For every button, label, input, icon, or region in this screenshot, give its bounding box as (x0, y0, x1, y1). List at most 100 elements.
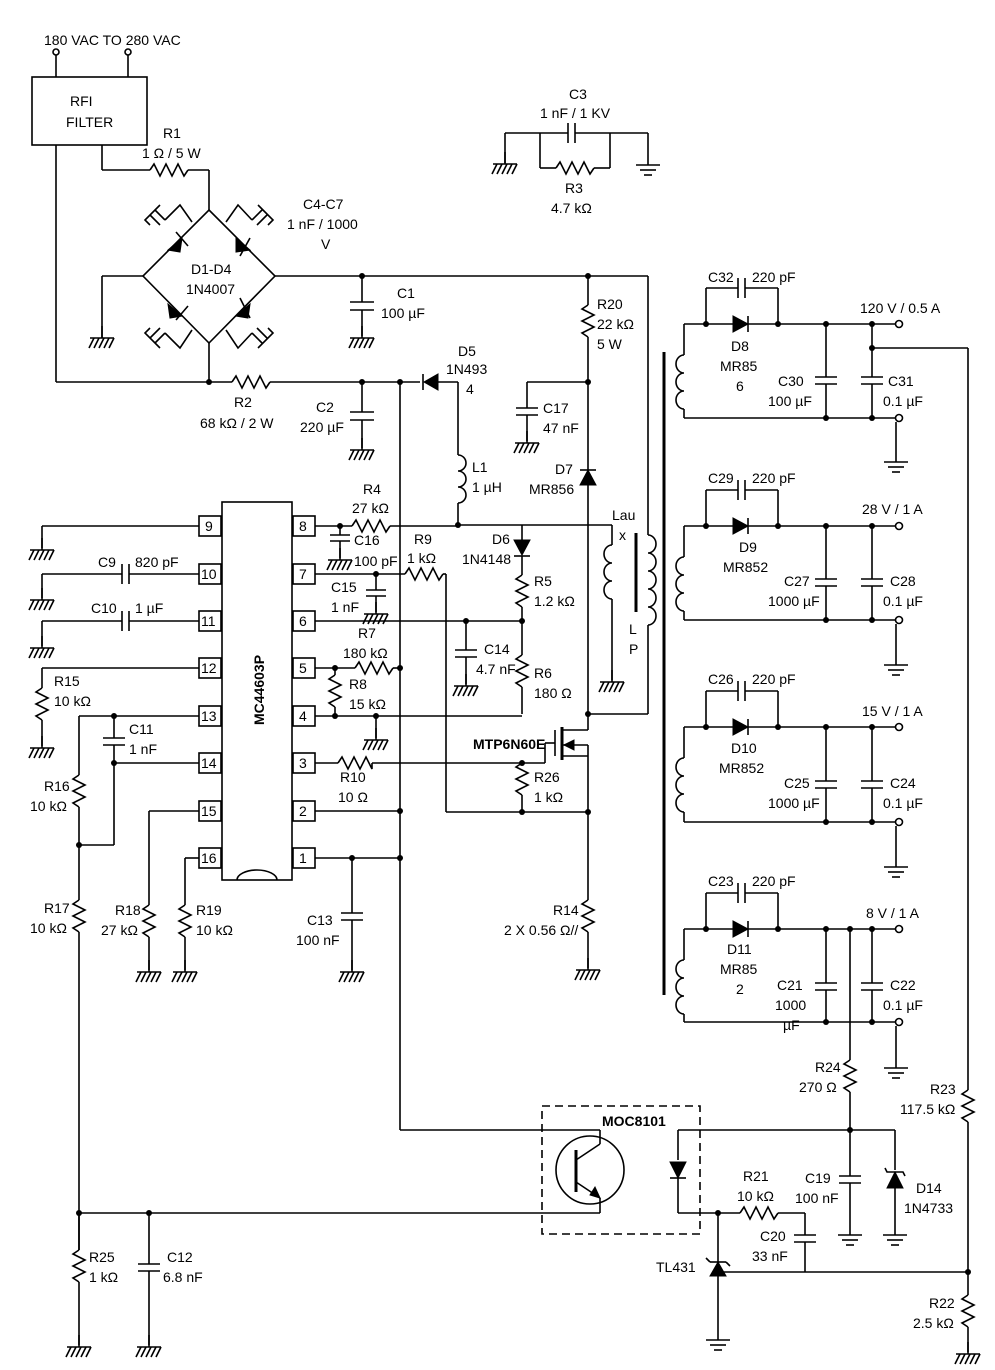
label-components-c29-1: 220 pF (752, 470, 796, 486)
label-components-r6-0: R6 (534, 665, 552, 681)
label-components-r9-1: 1 kΩ (407, 550, 436, 566)
label-components-r22-0: R22 (929, 1295, 955, 1311)
label-ic-pins-10: 11 (201, 613, 216, 629)
capacitor-c2: C2 220 µF (300, 379, 375, 461)
label-components-r16-0: R16 (44, 778, 70, 794)
label-components-c31-0: C31 (888, 373, 914, 389)
label-components-c19-0: C19 (805, 1170, 831, 1186)
label-ic-pins-2: 3 (299, 755, 307, 771)
label-components-c13-1: 100 nF (296, 932, 340, 948)
label-ic-name: MC44603P (251, 655, 267, 725)
r20-c17-d7-column: R20 22 kΩ 5 W C17 47 nF D7 MR856 (513, 273, 634, 714)
label-components-c11-0: C11 (129, 721, 154, 737)
label-components-c32-0: C32 (708, 269, 734, 285)
label-components-r22-1: 2.5 kΩ (913, 1315, 954, 1331)
label-components-d10-1: MR852 (719, 760, 764, 776)
label-components-r3-0: R3 (565, 180, 583, 196)
label-components-c22-1: 0.1 µF (883, 997, 923, 1013)
label-components-c2-1: 220 µF (300, 419, 344, 435)
label-components-c9-1: 820 pF (135, 554, 179, 570)
label-components-r5-1: 1.2 kΩ (534, 593, 575, 609)
label-components-r17-1: 10 kΩ (30, 920, 67, 936)
ic-mc44603p: MC44603P 9 10 11 12 13 14 15 16 8 7 6 5 … (198, 501, 316, 881)
label-components-c4c7-0: C4-C7 (303, 196, 344, 212)
label-components-opto: MOC8101 (602, 1113, 666, 1129)
label-components-r16-1: 10 kΩ (30, 798, 67, 814)
label-components-c3-1: 1 nF / 1 KV (540, 105, 611, 121)
label-components-c28-1: 0.1 µF (883, 593, 923, 609)
label-components-l1-0: L1 (472, 459, 488, 475)
secondary-15v: C26 220 pF D10 MR852 C25 1000 µF C24 0.1… (675, 671, 923, 878)
label-components-c16-1: 100 pF (354, 553, 398, 569)
label-components-r9-0: R9 (414, 531, 432, 547)
label-components-transformer-1: x (619, 527, 626, 543)
ic-right-connections: R4 27 kΩ C16 100 pF C15 1 nF R9 1 kΩ R7 (296, 382, 560, 1131)
label-components-tl431: TL431 (656, 1259, 696, 1275)
label-components-r2-1: 68 kΩ / 2 W (200, 415, 274, 431)
label-components-d14-0: D14 (916, 1180, 942, 1196)
label-components-r24-0: R24 (815, 1059, 841, 1075)
label-components-c22-0: C22 (890, 977, 916, 993)
label-components-l1-1: 1 µH (472, 479, 502, 495)
label-components-r18-1: 27 kΩ (101, 922, 138, 938)
label-components-c1-0: C1 (397, 285, 415, 301)
label-components-d5-2: 4 (466, 381, 474, 397)
label-components-c12-1: 6.8 nF (163, 1269, 203, 1285)
label-components-r6-1: 180 Ω (534, 685, 572, 701)
label-components-c17-1: 47 nF (543, 420, 579, 436)
label-components-r23-1: 117.5 kΩ (900, 1101, 955, 1117)
label-components-r1-0: R1 (163, 125, 181, 141)
ic-left-connections: C9 820 pF C10 1 µF R15 10 kΩ C11 1 nF (28, 525, 233, 1250)
label-components-c24-0: C24 (890, 775, 916, 791)
label-components-c13-0: C13 (307, 912, 333, 928)
label-components-d8-0: D8 (731, 338, 749, 354)
label-components-r10-0: R10 (340, 769, 366, 785)
capacitor-c1: C1 100 µF (348, 273, 425, 349)
label-components-c25-1: 1000 µF (768, 795, 820, 811)
label-components-r15-1: 10 kΩ (54, 693, 91, 709)
label-ic-pins-14: 15 (201, 803, 217, 819)
label-components-r4-0: R4 (363, 481, 381, 497)
transformer-primary: Lau x L P (458, 276, 657, 717)
optocoupler-moc8101: MOC8101 (541, 1105, 895, 1235)
label-ic-pins-1: 2 (299, 803, 307, 819)
label-components-r26-0: R26 (534, 769, 560, 785)
label-components-out2: 28 V / 1 A (862, 501, 923, 517)
label-components-r7-1: 180 kΩ (343, 645, 388, 661)
label-ic-pins-12: 13 (201, 708, 217, 724)
label-components-r20-2: 5 W (597, 336, 623, 352)
label-components-out4: 8 V / 1 A (866, 905, 920, 921)
label-ic-pins-13: 14 (201, 755, 217, 771)
label-components-d11-2: 2 (736, 981, 744, 997)
label-components-d8-1: MR85 (720, 358, 758, 374)
label-components-c23-0: C23 (708, 873, 734, 889)
label-components-r17-0: R17 (44, 900, 70, 916)
label-components-c11-1: 1 nF (129, 741, 157, 757)
label-components-c15-0: C15 (331, 579, 357, 595)
label-components-c26-0: C26 (708, 671, 734, 687)
label-components-c23-1: 220 pF (752, 873, 796, 889)
label-components-c9-0: C9 (98, 554, 116, 570)
label-components-d5-1: 1N493 (446, 361, 487, 377)
label-components-d9-0: D9 (739, 539, 757, 555)
label-components-c31-1: 0.1 µF (883, 393, 923, 409)
rfi-filter-label-2: FILTER (66, 114, 113, 130)
secondary-28v: C29 220 pF D9 MR852 C27 1000 µF C28 0.1 … (675, 470, 923, 676)
label-components-d14-1: 1N4733 (904, 1200, 953, 1216)
label-ic-pins-8: 9 (205, 518, 213, 534)
label-components-c16-0: C16 (354, 532, 380, 548)
label-components-c15-1: 1 nF (331, 599, 359, 615)
label-components-r19-1: 10 kΩ (196, 922, 233, 938)
label-components-c4c7-2: V (321, 236, 331, 252)
label-components-d1d4-0: D1-D4 (191, 261, 232, 277)
label-components-c20-1: 33 nF (752, 1248, 788, 1264)
label-components-c3-0: C3 (569, 86, 587, 102)
label-components-r7-0: R7 (358, 625, 376, 641)
d6-r5-r6-column: D6 1N4148 R5 1.2 kΩ R6 180 Ω C14 4.7 nF (452, 525, 575, 714)
feedback-network: R21 10 kΩ C20 33 nF TL431 C19 100 nF D14… (656, 347, 981, 1365)
label-components-c27-1: 1000 µF (768, 593, 820, 609)
label-components-d1d4-1: 1N4007 (186, 281, 235, 297)
label-components-r14-1: 2 X 0.56 Ω// (504, 922, 578, 938)
secondary-120v: C32 220 pF D8 MR85 6 C30 100 µF C31 0.1 … (675, 269, 941, 473)
